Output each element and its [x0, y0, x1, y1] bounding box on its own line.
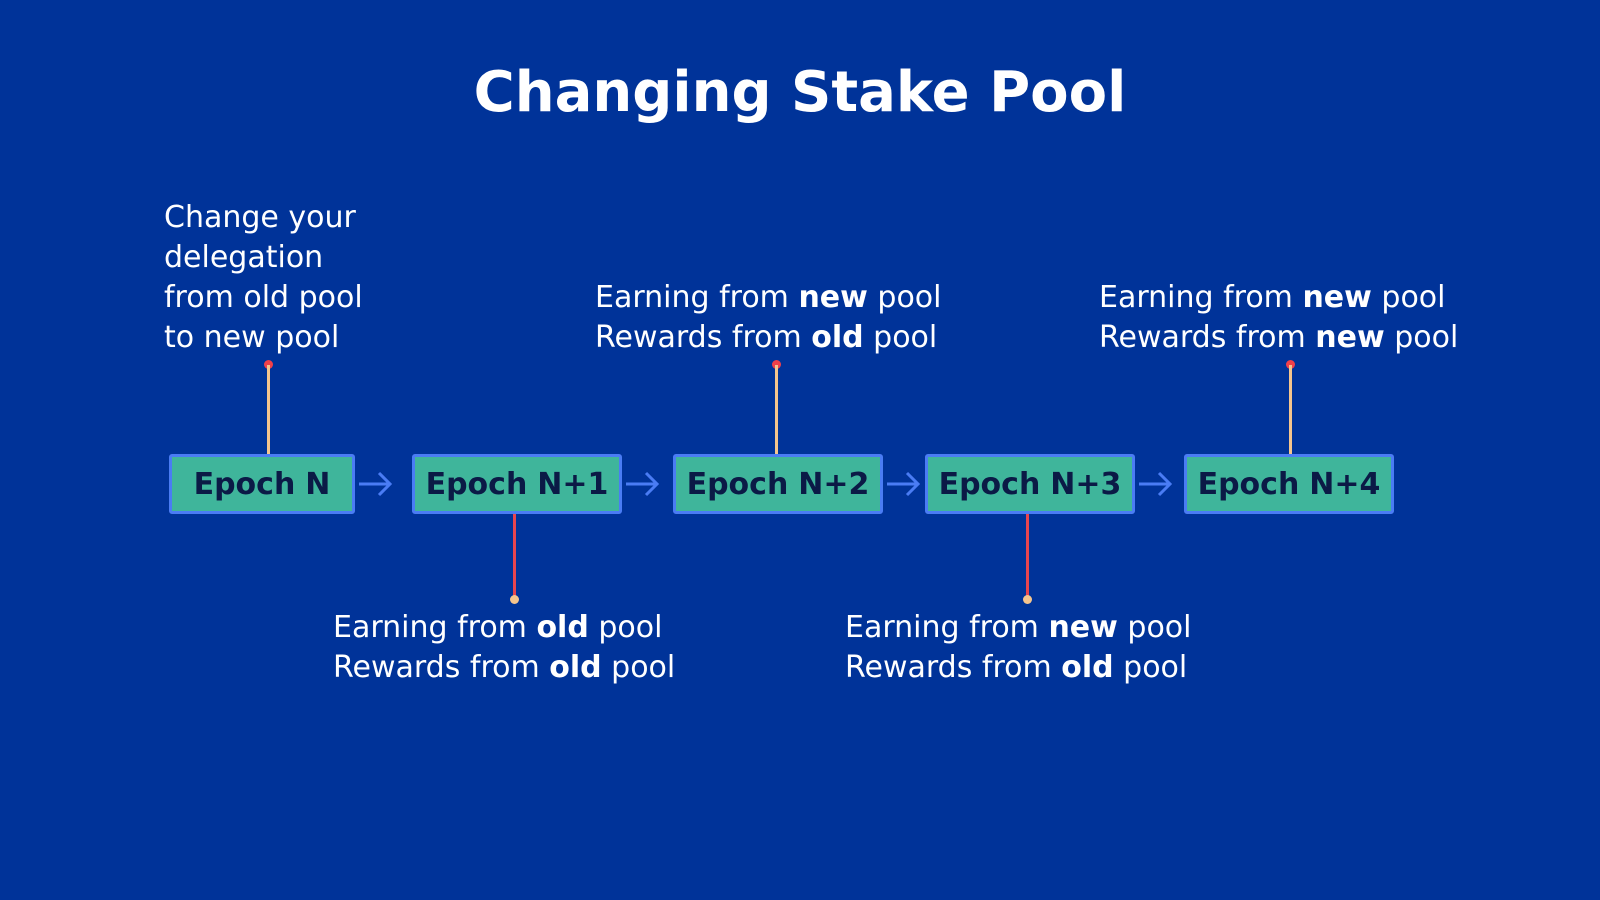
connector-dot [1023, 595, 1032, 604]
annotation-epoch-n1: Earning from old pool Rewards from old p… [333, 608, 675, 688]
pool-emphasis: old [1061, 650, 1114, 685]
connector-line [1026, 514, 1029, 597]
pool-emphasis: old [811, 320, 864, 355]
epoch-label: Epoch [425, 466, 528, 502]
earning-line: Earning from new pool [845, 610, 1192, 645]
pool-emphasis: old [536, 610, 589, 645]
epoch-id: N [305, 466, 331, 502]
connector-dot [772, 360, 781, 369]
connector-line [513, 514, 516, 597]
diagram-title: Changing Stake Pool [473, 60, 1127, 125]
pool-emphasis: new [1302, 280, 1372, 315]
pool-emphasis: old [549, 650, 602, 685]
annotation-epoch-n4: Earning from new pool Rewards from new p… [1099, 278, 1458, 358]
connector-line [267, 365, 270, 454]
connector-dot [264, 360, 273, 369]
arrow-icon [1139, 471, 1173, 497]
annotation-line: Change your [164, 200, 356, 235]
annotation-line: to new pool [164, 320, 340, 355]
earning-line: Earning from new pool [1099, 280, 1446, 315]
pool-emphasis: new [1315, 320, 1385, 355]
epoch-id: N+1 [537, 466, 609, 502]
rewards-line: Rewards from new pool [1099, 320, 1459, 355]
connector-line [1289, 365, 1292, 454]
earning-line: Earning from new pool [595, 280, 942, 315]
pool-emphasis: new [798, 280, 868, 315]
annotation-epoch-n: Change your delegation from old pool to … [164, 198, 363, 358]
epoch-label: Epoch [938, 466, 1041, 502]
connector-dot [1286, 360, 1295, 369]
annotation-line: from old pool [164, 280, 363, 315]
connector-dot [510, 595, 519, 604]
arrow-icon [359, 471, 393, 497]
rewards-line: Rewards from old pool [845, 650, 1188, 685]
epoch-id: N+4 [1309, 466, 1381, 502]
rewards-line: Rewards from old pool [333, 650, 676, 685]
epoch-id: N+3 [1050, 466, 1122, 502]
epoch-label: Epoch [193, 466, 296, 502]
epoch-id: N+2 [798, 466, 870, 502]
earning-line: Earning from old pool [333, 610, 663, 645]
arrow-icon [626, 471, 660, 497]
annotation-epoch-n3: Earning from new pool Rewards from old p… [845, 608, 1191, 688]
arrow-icon [887, 471, 921, 497]
connector-line [775, 365, 778, 454]
epoch-label: Epoch [1197, 466, 1300, 502]
epoch-label: Epoch [686, 466, 789, 502]
rewards-line: Rewards from old pool [595, 320, 938, 355]
annotation-epoch-n2: Earning from new pool Rewards from old p… [595, 278, 941, 358]
pool-emphasis: new [1048, 610, 1118, 645]
annotation-line: delegation [164, 240, 324, 275]
